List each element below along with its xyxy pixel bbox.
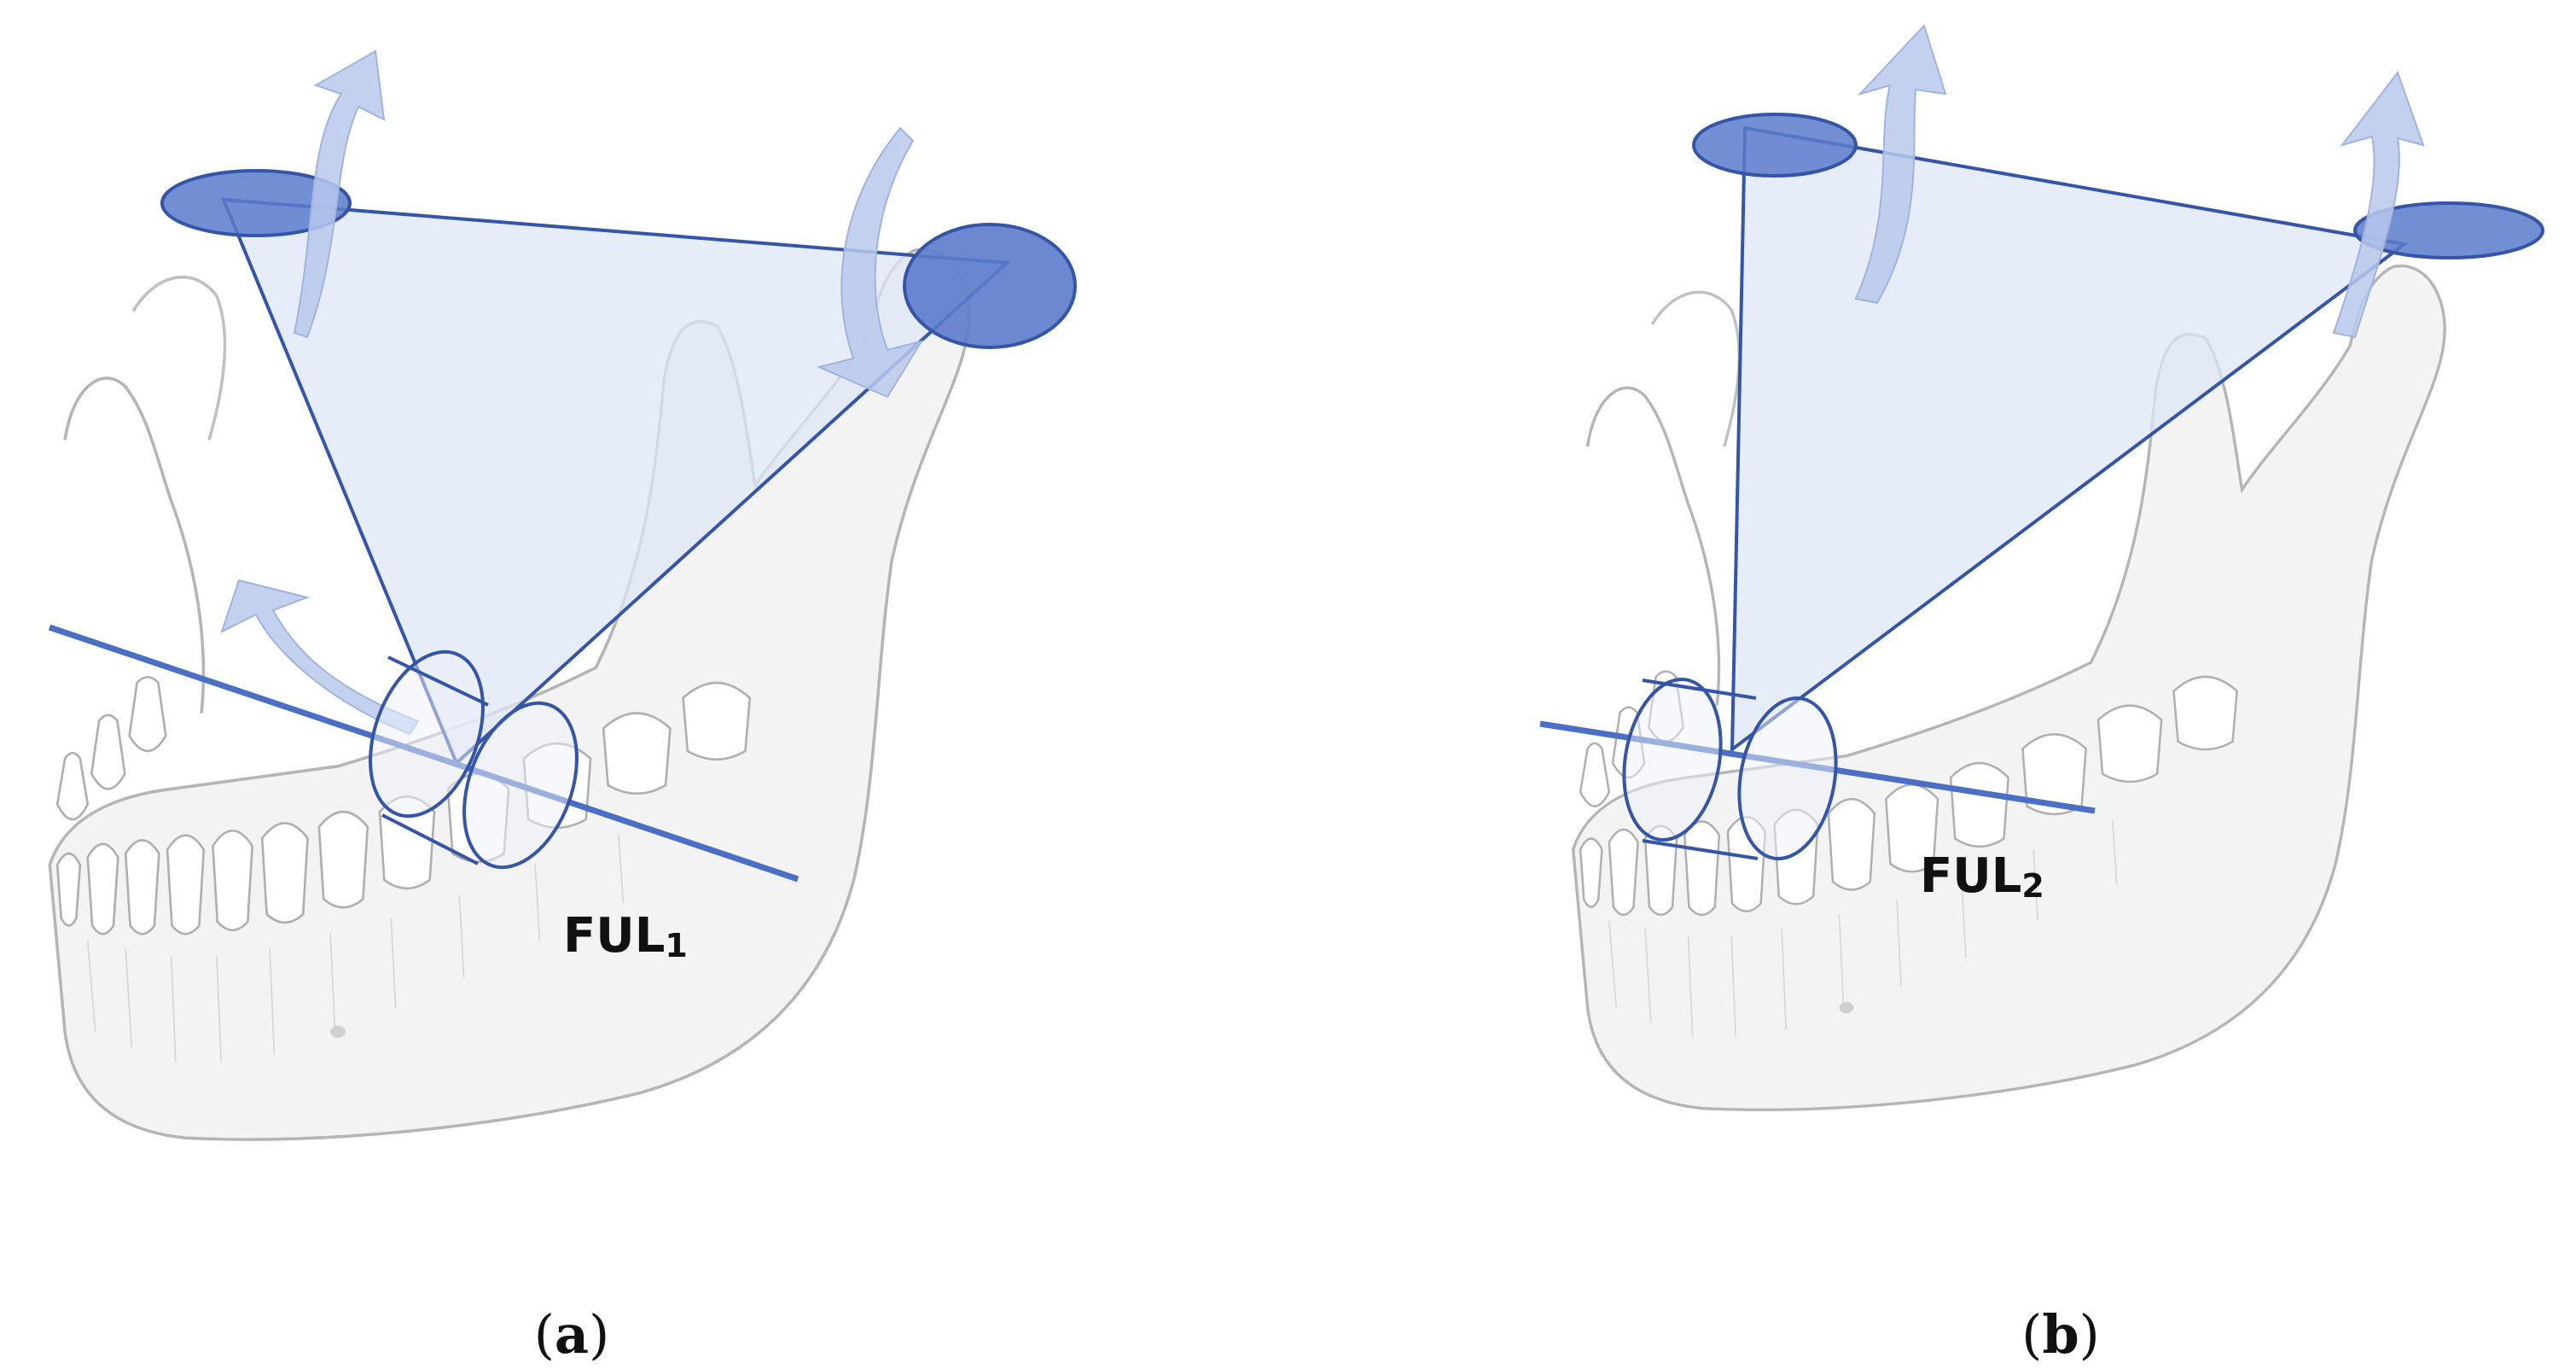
tooth-cylinder-b xyxy=(1622,677,1838,861)
axis-label-a: FUL xyxy=(563,908,665,964)
axis-subscript-b: 2 xyxy=(2021,867,2044,905)
caption-b: (b) xyxy=(2021,1303,2100,1366)
condyle-disc-left-b xyxy=(1692,113,1858,178)
panel-b: FUL2 (b) xyxy=(1539,24,2544,1366)
rotation-arrow-right-b xyxy=(2332,70,2425,339)
caption-a: (a) xyxy=(534,1303,610,1366)
axis-label-b: FUL xyxy=(1920,848,2021,904)
rotation-arrow-right-a xyxy=(816,126,924,399)
axis-subscript-a: 1 xyxy=(665,927,687,964)
svg-text:FUL2: FUL2 xyxy=(1920,848,2044,905)
svg-text:FUL1: FUL1 xyxy=(563,908,688,964)
rotation-arrow-left-b xyxy=(1854,24,1947,305)
rotation-arrow-front-a xyxy=(220,579,420,736)
occlusal-triangle-a xyxy=(220,197,1011,766)
panel-a: FUL1 (a) xyxy=(48,50,1077,1366)
tooth-cylinder-a xyxy=(369,650,579,870)
condyle-disc-left-a xyxy=(160,169,352,237)
condyle-disc-right-a xyxy=(903,223,1077,349)
condyle-disc-right-b xyxy=(2353,201,2544,259)
occlusal-triangle-b xyxy=(1730,125,2409,754)
rotation-arrow-left-a xyxy=(293,50,386,339)
